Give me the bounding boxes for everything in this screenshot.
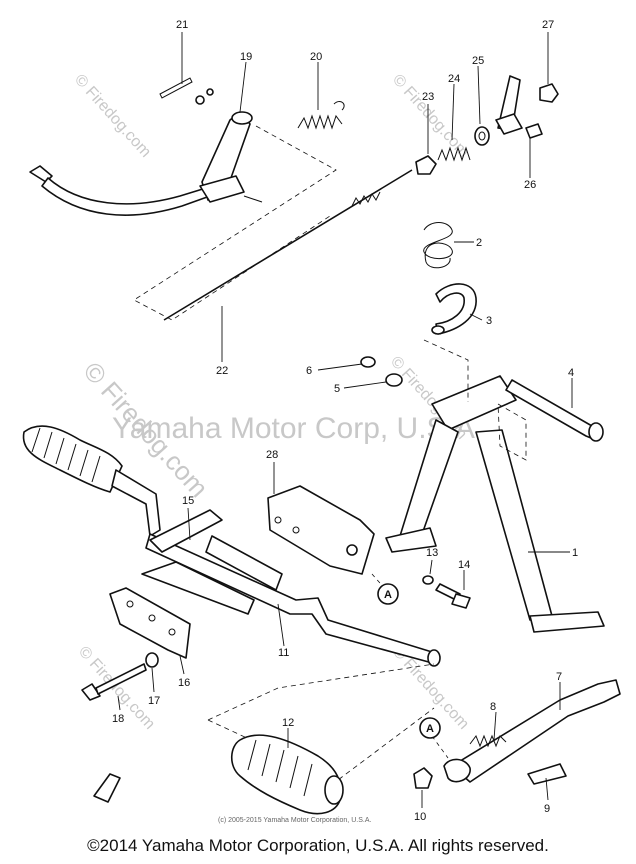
brake-pedal-assembly	[29, 77, 345, 321]
callout-13: 13	[426, 547, 438, 559]
footrest-grip	[230, 734, 344, 815]
callout-8: 8	[490, 701, 496, 713]
callout-27: 27	[542, 19, 554, 31]
callout-15: 15	[182, 495, 194, 507]
callout-11: 11	[278, 647, 289, 659]
leader-lines	[117, 32, 573, 808]
callout-2: 2	[476, 237, 482, 249]
callout-17: 17	[148, 695, 160, 707]
copyright-footer: ©2014 Yamaha Motor Corporation, U.S.A. A…	[87, 836, 549, 855]
watermark-site-2: © Firedog.com	[71, 71, 154, 161]
callout-16: 16	[178, 677, 190, 689]
callout-labels: 21 19 20 27 24 25 23 26 2 3 22 6 5 4 28 …	[112, 19, 578, 823]
ref-marker-1-label: A	[384, 589, 392, 601]
callout-9: 9	[544, 803, 550, 815]
callout-6: 6	[306, 365, 312, 377]
callout-28: 28	[266, 449, 278, 461]
callout-7: 7	[556, 671, 562, 683]
callout-21: 21	[176, 19, 188, 31]
rod-end-parts	[415, 75, 559, 175]
callout-18: 18	[112, 713, 124, 725]
callout-10: 10	[414, 811, 426, 823]
callout-25: 25	[472, 55, 484, 67]
callout-5: 5	[334, 383, 340, 395]
ref-marker-2: A	[419, 717, 441, 739]
callout-22: 22	[216, 365, 228, 377]
stand-spring-set	[423, 222, 477, 335]
center-stand	[360, 339, 605, 633]
callout-23: 23	[422, 91, 434, 103]
stand-bracket	[267, 485, 387, 591]
callout-3: 3	[486, 315, 492, 327]
ref-marker-2-label: A	[426, 723, 434, 735]
callout-24: 24	[448, 73, 460, 85]
callout-20: 20	[310, 51, 322, 63]
diagram-credit: (c) 2005-2015 Yamaha Motor Corporation, …	[218, 817, 371, 824]
logo-mark	[93, 773, 121, 803]
callout-4: 4	[568, 367, 574, 379]
callout-1: 1	[572, 547, 578, 559]
callout-26: 26	[524, 179, 536, 191]
callout-19: 19	[240, 51, 252, 63]
callout-14: 14	[458, 559, 470, 571]
watermark-corp: Yamaha Motor Corp, U.S.A.	[112, 412, 483, 445]
brake-rod	[163, 169, 413, 321]
side-stand-assembly	[413, 679, 621, 789]
callout-12: 12	[282, 717, 294, 729]
ref-marker-1: A	[377, 583, 399, 605]
footrest-bar	[22, 425, 441, 781]
